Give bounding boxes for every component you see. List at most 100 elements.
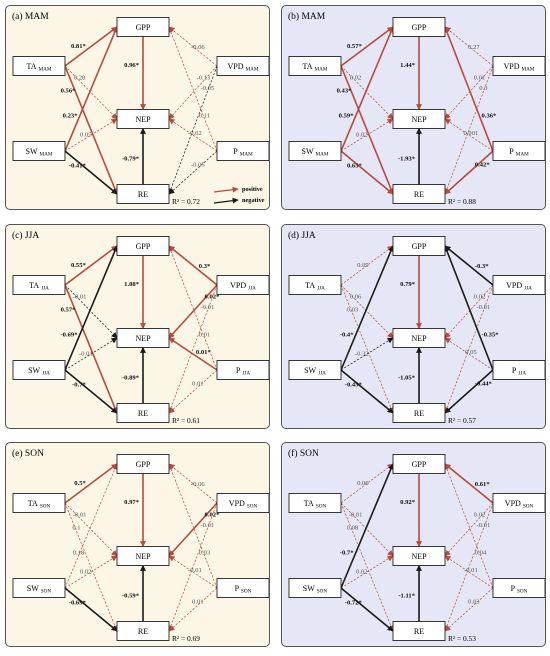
node-label: NEP: [411, 115, 427, 124]
node-gpp: GPP: [392, 17, 446, 37]
path-p-re: [444, 369, 494, 414]
path-sw-gpp: [340, 26, 394, 152]
path-vpd-nep: [168, 284, 218, 339]
path-p-gpp: [444, 245, 494, 371]
node-nep: NEP: [392, 546, 446, 566]
node-re: RE: [392, 621, 446, 641]
path-coefficient: -0.45*: [345, 382, 363, 389]
path-coefficient: 0.02: [474, 293, 486, 300]
path-coefficient: -0.01: [79, 351, 93, 358]
path-coefficient: 0.43*: [337, 88, 353, 95]
node-label: GPP: [136, 23, 151, 32]
path-coefficient: 0.23*: [63, 112, 79, 119]
path-sw-nep: [340, 555, 394, 589]
panel-title: (c) JJA: [12, 230, 39, 241]
path-coefficient: 0.01: [192, 599, 204, 606]
path-coefficient: 0.42*: [475, 162, 491, 169]
path-coefficient: -0.05: [201, 85, 215, 92]
path-coefficient: -0.44*: [475, 381, 493, 388]
path-p-nep: [444, 118, 494, 152]
path-coefficient: -0.01: [73, 511, 87, 518]
path-coefficient: 0.3*: [199, 263, 211, 270]
path-coefficient: -0.02: [188, 130, 202, 137]
path-coefficient: -0.7*: [340, 549, 354, 556]
path-coefficient: 0.96*: [124, 62, 140, 69]
path-p-re: [168, 587, 218, 632]
node-re: RE: [116, 621, 170, 641]
path-p-re: [168, 150, 218, 195]
path-coefficient: 0.36*: [482, 112, 498, 119]
path-ta-re: [64, 284, 118, 414]
path-coefficient: 0.01: [474, 74, 486, 81]
node-re: RE: [116, 403, 170, 423]
path-coefficient: 0.01*: [196, 349, 212, 356]
node-re: RE: [116, 184, 170, 204]
path-coefficient: 0.61*: [475, 481, 491, 488]
path-coefficient: -0.01: [201, 522, 215, 529]
path-p-nep: [444, 337, 494, 371]
node-label: NEP: [135, 115, 151, 124]
r-squared: R² = 0.61: [172, 416, 200, 425]
legend-negative: negative: [242, 197, 265, 204]
path-coefficient: 1.44*: [400, 62, 416, 69]
path-ta-gpp: [340, 245, 394, 286]
path-coefficient: -1.93*: [398, 156, 416, 163]
path-sw-re: [340, 587, 394, 632]
node-label: RE: [138, 627, 148, 636]
node-re: RE: [392, 403, 446, 423]
path-p-nep: [168, 555, 218, 589]
path-coefficient: 0.3: [479, 85, 488, 92]
path-coefficient: -0.3*: [475, 263, 489, 270]
path-p-gpp: [444, 463, 494, 589]
node-re: RE: [392, 184, 446, 204]
path-coefficient: -0.01: [477, 304, 491, 311]
panel-title: (b) MAM: [288, 11, 326, 22]
path-coefficient: -0.13: [197, 74, 211, 81]
node-label: RE: [414, 190, 424, 199]
path-ta-nep: [64, 284, 118, 339]
path-coefficient: 0.65*: [347, 163, 363, 170]
node-label: GPP: [412, 23, 427, 32]
path-coefficient: -0.32: [355, 351, 369, 358]
path-coefficient: 0.27: [468, 44, 480, 51]
r-squared: R² = 0.69: [172, 634, 200, 643]
path-vpd-gpp: [444, 463, 494, 504]
node-label: NEP: [135, 334, 151, 343]
panel-title: (e) SON: [12, 448, 44, 459]
path-ta-gpp: [64, 245, 118, 286]
path-p-re: [444, 587, 494, 632]
path-sw-nep: [64, 118, 118, 152]
path-coefficient: 0.79*: [400, 281, 416, 288]
path-coefficient: 1.08*: [124, 281, 140, 288]
path-coefficient: -0.72*: [345, 600, 363, 607]
